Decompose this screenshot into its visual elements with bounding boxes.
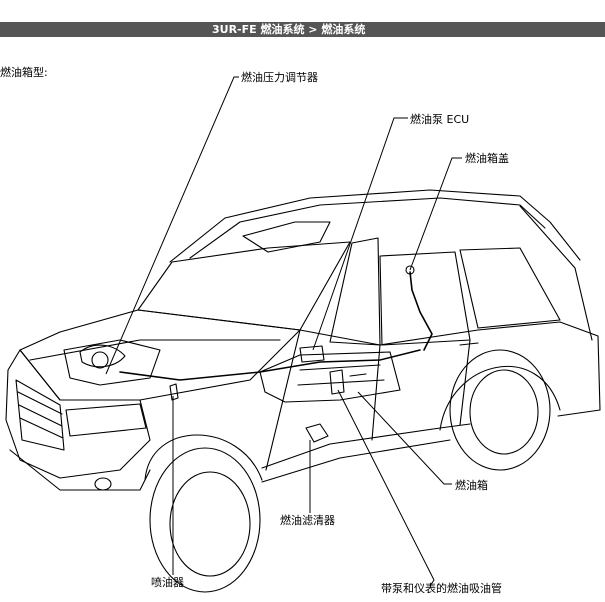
rear-wheel-inner: [469, 369, 539, 455]
rear-door-rear: [459, 339, 471, 426]
filler-neck: [409, 271, 433, 351]
windshield: [137, 241, 351, 331]
label-fuel-tank-cap: 燃油箱盖: [465, 152, 509, 165]
leader-fuel-pump-ecu: [312, 117, 408, 351]
vehicle-roof: [169, 189, 581, 263]
engine-block: [63, 339, 161, 386]
front-fender: [144, 434, 263, 481]
fuel-tank-ribs: [297, 364, 385, 386]
door-handle-rear: [459, 342, 479, 346]
grille-bar-3: [19, 417, 64, 439]
leader-fuel-tank: [357, 391, 452, 485]
leader-fuel-tank-cap: [409, 157, 462, 271]
front-door: [265, 329, 301, 471]
leader-pressure-regulator: [105, 76, 239, 375]
headlight: [65, 403, 147, 437]
label-fuel-pressure-regulator: 燃油压力调节器: [241, 71, 318, 84]
intro-text: 燃油箱型:: [0, 66, 48, 79]
rear-door-front: [371, 344, 381, 441]
door-handle-front: [349, 373, 367, 377]
grille: [15, 379, 65, 451]
hood-line: [29, 339, 281, 361]
rocker-lower: [261, 439, 451, 483]
fuel-tank: [259, 351, 401, 403]
fuel-filter: [305, 423, 329, 443]
sunroof: [242, 221, 331, 253]
label-fuel-tank: 燃油箱: [455, 479, 488, 492]
front-wheel-inner: [169, 471, 251, 577]
rear-wheel-outer: [449, 349, 551, 471]
side-window-rear: [379, 251, 471, 346]
leader-suction-tube: [337, 389, 435, 587]
hood: [19, 309, 301, 401]
front-wheel-outer: [149, 447, 261, 593]
label-fuel-filter: 燃油滤清器: [280, 514, 335, 527]
fuel-line: [119, 349, 421, 381]
section-title: 3UR-FE 燃油系统 > 燃油系统: [212, 23, 366, 36]
side-window-front: [329, 237, 381, 346]
quarter-window: [459, 247, 561, 329]
engine-pulley: [91, 351, 109, 369]
front-bumper: [9, 449, 151, 491]
roof-inner: [189, 197, 546, 259]
filler-cap: [405, 265, 415, 275]
suction-tube-module: [329, 369, 345, 395]
grille-bar-1: [17, 391, 63, 415]
grille-bar-2: [18, 404, 63, 427]
label-suction-tube: 带泵和仪表的燃油吸油管: [381, 582, 502, 595]
section-header: 3UR-FE 燃油系统 > 燃油系统: [0, 22, 605, 37]
engine-intake: [79, 344, 126, 368]
injector: [169, 383, 179, 401]
front-fascia: [5, 349, 151, 479]
rocker-panel: [261, 423, 471, 469]
label-fuel-pump-ecu: 燃油泵 ECU: [410, 113, 470, 126]
rear-pillar: [519, 205, 593, 341]
label-injector: 喷油器: [151, 576, 184, 589]
fog-light: [94, 477, 112, 491]
rear-fender: [439, 365, 561, 431]
